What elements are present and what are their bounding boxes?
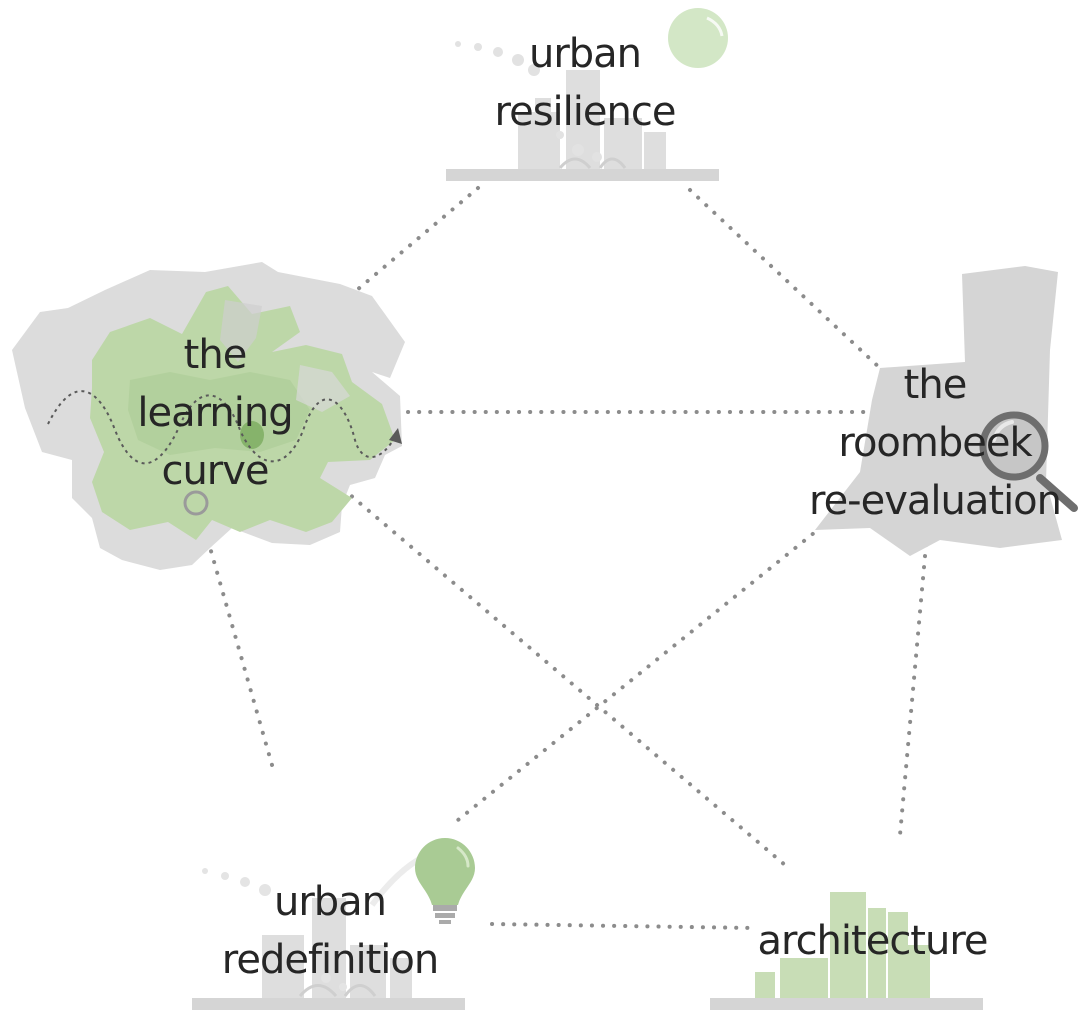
node-label-line: redefinition [221,937,439,983]
city-skyline-icon [262,898,412,999]
node-label-line: architecture [757,918,988,964]
connector-learning-architecture [333,480,787,867]
node-label-line: curve [161,448,269,494]
node-urban-redefinition: urban redefinition [200,873,460,989]
roombeek-map [815,266,1062,556]
urban-redefinition-illustration [192,838,475,1010]
connectors [203,186,928,930]
lightbulb-icon [415,838,475,924]
node-label-line: learning [137,390,293,436]
ground-bar [446,169,719,181]
node-label-line: resilience [494,89,677,135]
connector-roombeek-architecture [898,543,928,837]
ground-bar [192,998,465,1010]
urban-resilience-illustration [446,8,728,181]
connector-resilience-roombeek [688,188,884,372]
city-map-icon [12,262,405,570]
node-label-line: the [903,362,968,408]
connector-roombeek-redefinition [456,518,832,822]
node-learning-curve: the learning curve [100,326,330,500]
node-label-line: roombeek [838,420,1032,466]
node-label-line: urban [528,31,642,77]
node-urban-resilience: urban resilience [450,25,720,141]
node-architecture: architecture [735,912,1010,970]
node-label-line: urban [273,879,387,925]
node-roombeek-re-evaluation: the roombeek re-evaluation [790,356,1080,530]
node-label-line: the [183,332,248,378]
sun-icon [668,8,728,68]
building-icon [755,892,930,1000]
magnifier-icon [979,411,1078,512]
node-label-line: re-evaluation [809,478,1062,524]
connector-redefinition-architecture [490,922,757,930]
swirl-dots [455,41,602,162]
ground-bar [710,998,983,1010]
city-skyline-icon [518,70,666,172]
connector-learning-redefinition [203,528,274,767]
swirl-dots [202,868,347,991]
